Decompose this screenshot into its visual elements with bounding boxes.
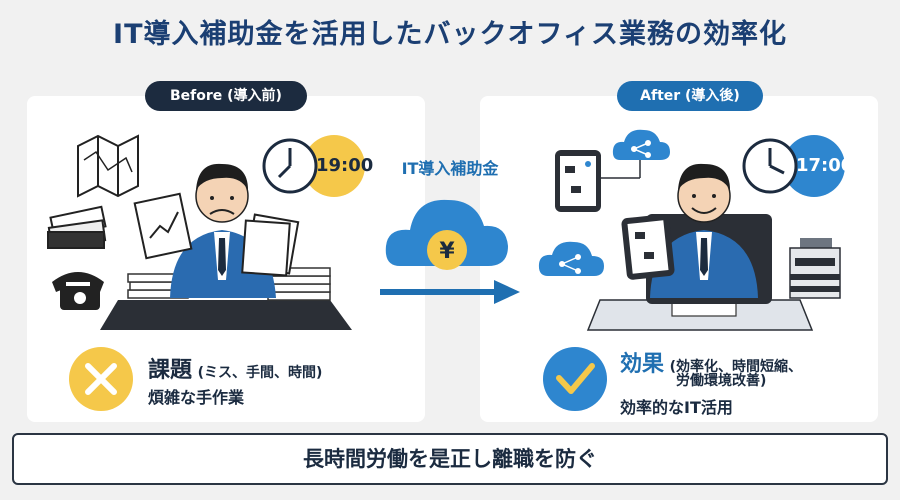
documents-icon xyxy=(241,213,300,277)
effect-heading: 効果 xyxy=(620,352,665,377)
effect-note-line1: (効率化、時間短縮、 xyxy=(669,359,802,375)
page-title: IT導入補助金を活用したバックオフィス業務の効率化 xyxy=(113,19,787,50)
cloud-share-icon xyxy=(538,241,604,276)
clock-icon xyxy=(262,135,365,197)
issue-heading: 課題 xyxy=(148,358,193,383)
before-clock-time: 19:00 xyxy=(316,155,374,176)
issue-note: (ミス、手間、時間) xyxy=(197,365,323,381)
before-desk xyxy=(100,300,352,330)
subsidy-label: IT導入補助金 xyxy=(401,159,499,178)
issue-caption: 課題 (ミス、手間、時間) xyxy=(148,352,322,384)
effect-caption: 効果 (効率化、時間短縮、 xyxy=(620,346,890,378)
effect-note-line2: 労働環境改善) xyxy=(676,373,767,389)
cash-stack-icon xyxy=(47,205,107,249)
clock-icon xyxy=(742,135,845,197)
arrow-right-icon xyxy=(380,280,520,304)
after-clock-time: 17:00 xyxy=(796,155,854,176)
yen-symbol: ¥ xyxy=(439,239,455,264)
tablet-icon xyxy=(621,214,675,280)
issue-text: 煩雑な手作業 xyxy=(148,388,245,407)
chart-paper-icon xyxy=(133,192,193,260)
effect-text: 効率的なIT活用 xyxy=(620,398,733,417)
cloud-share-icon xyxy=(601,129,670,179)
tablet-map-icon xyxy=(555,150,601,212)
happy-worker xyxy=(650,163,758,298)
check-mark-icon xyxy=(543,347,607,411)
printer-icon xyxy=(789,238,841,299)
x-mark-icon xyxy=(69,347,133,411)
cloud-icon xyxy=(385,199,508,270)
map-icon xyxy=(77,134,139,198)
telephone-icon xyxy=(52,272,104,310)
after-label: After (導入後) xyxy=(617,81,763,111)
conclusion-banner: 長時間労働を是正し離職を防ぐ xyxy=(12,433,888,485)
before-label: Before (導入前) xyxy=(145,81,307,111)
